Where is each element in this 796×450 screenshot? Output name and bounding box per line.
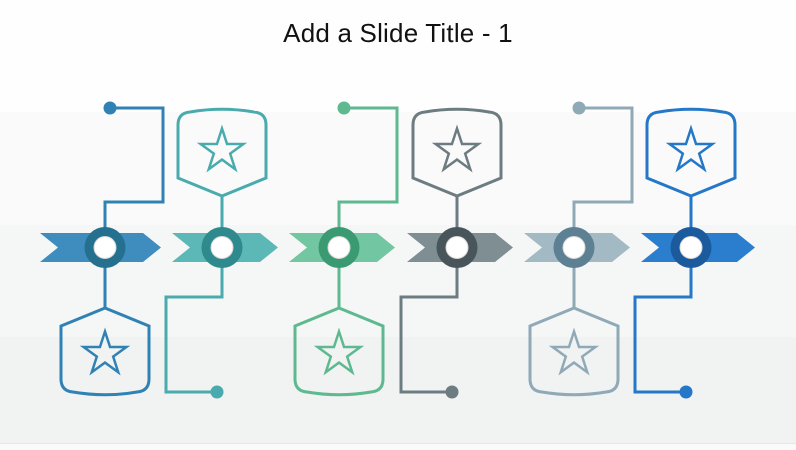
connector-elbow bbox=[399, 247, 459, 394]
milestone-center bbox=[327, 236, 351, 259]
endpoint-dot bbox=[337, 101, 351, 115]
star-icon bbox=[548, 327, 600, 376]
milestone-center bbox=[562, 236, 586, 259]
star-badge bbox=[411, 107, 503, 198]
milestone-center bbox=[210, 236, 234, 259]
slide-title: Add a Slide Title - 1 bbox=[283, 18, 513, 48]
star-icon bbox=[431, 124, 483, 173]
background-band bbox=[0, 337, 796, 443]
connector-elbow bbox=[164, 247, 224, 394]
endpoint-dot bbox=[572, 101, 586, 115]
star-badge bbox=[176, 107, 268, 198]
star-badge bbox=[645, 107, 737, 198]
timeline-segment-1 bbox=[59, 101, 165, 397]
milestone-center bbox=[445, 236, 469, 259]
endpoint-dot bbox=[103, 101, 117, 115]
connector-layer bbox=[59, 101, 737, 399]
connector-elbow bbox=[572, 106, 634, 248]
milestone-center bbox=[93, 236, 117, 259]
star-badge bbox=[293, 306, 385, 397]
star-icon bbox=[79, 327, 131, 376]
chevron-layer bbox=[40, 233, 755, 262]
footer-strip bbox=[0, 444, 796, 450]
connector-elbow bbox=[633, 247, 693, 394]
star-icon bbox=[196, 124, 248, 173]
milestone-center bbox=[679, 236, 703, 259]
endpoint-dot bbox=[679, 385, 693, 399]
connector-elbow bbox=[337, 106, 399, 248]
star-badge bbox=[59, 306, 151, 397]
endpoint-dot bbox=[210, 385, 224, 399]
endpoint-dot bbox=[445, 385, 459, 399]
node-layer bbox=[84, 227, 712, 268]
slide-edge-line bbox=[0, 443, 796, 444]
connector-elbow bbox=[103, 106, 165, 248]
star-icon bbox=[665, 124, 717, 173]
star-icon bbox=[313, 327, 365, 376]
background-band bbox=[0, 0, 796, 112]
star-badge bbox=[528, 306, 620, 397]
